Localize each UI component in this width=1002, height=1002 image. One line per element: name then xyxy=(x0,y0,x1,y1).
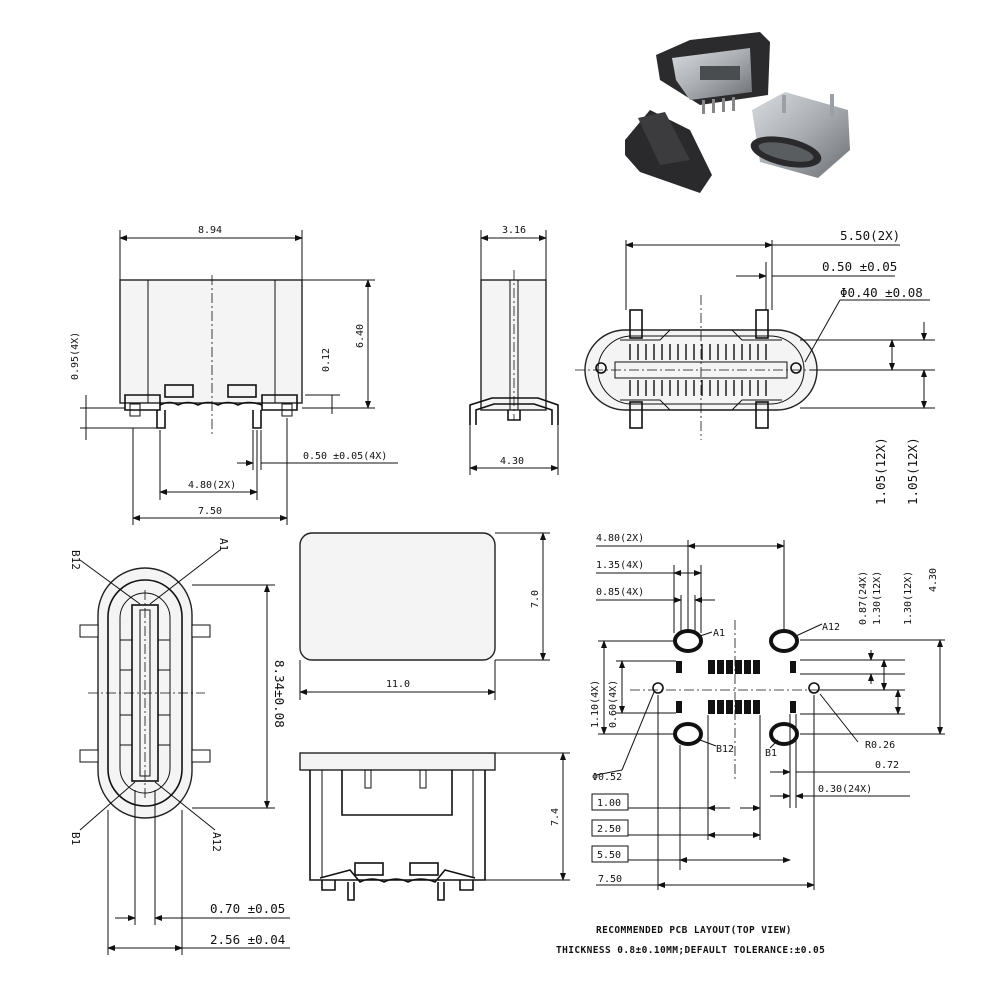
pcb-label-b1: B1 xyxy=(765,748,777,759)
dim-105-12x-b: 1.05(12X) xyxy=(905,437,920,505)
label-a1: A1 xyxy=(217,538,230,551)
dim-74: 7.4 xyxy=(550,808,561,826)
top-view xyxy=(575,240,935,440)
dim-width-316: 3.16 xyxy=(502,225,526,236)
pcb-dim-085: 0.85(4X) xyxy=(596,587,644,598)
pcb-box-250: 2.50 xyxy=(597,824,621,835)
mount-view xyxy=(299,752,570,901)
dim-834: 8.34±0.08 xyxy=(272,660,287,728)
side-view xyxy=(469,230,559,475)
dim-110: 11.0 xyxy=(386,679,410,690)
pcb-label-a1: A1 xyxy=(713,628,725,639)
pcb-dim-135: 1.35(4X) xyxy=(596,560,644,571)
dim-height-640: 6.40 xyxy=(355,324,366,348)
pcb-dim-110: 1.10(4X) xyxy=(590,680,601,728)
dim-256: 2.56 ±0.04 xyxy=(210,932,285,947)
dim-width-750: 7.50 xyxy=(198,506,222,517)
port-view xyxy=(79,549,290,955)
product-photo xyxy=(625,32,850,193)
pcb-dim-060: 0.60(4X) xyxy=(608,680,619,728)
pcb-dim-072: 0.72 xyxy=(875,760,899,771)
pcb-dim-750: 7.50 xyxy=(598,874,622,885)
pcb-dim-087: 0.87(24X) xyxy=(858,571,869,625)
dim-070: 0.70 ±0.05 xyxy=(210,901,285,916)
label-b1: B1 xyxy=(69,832,82,845)
dim-width-430: 4.30 xyxy=(500,456,524,467)
pcb-box-100: 1.00 xyxy=(597,798,621,809)
dim-105-12x-a: 1.05(12X) xyxy=(873,437,888,505)
dim-side-095: 0.95(4X) xyxy=(70,332,81,380)
pcb-dim-030: 0.30(24X) xyxy=(818,784,872,795)
plan-view xyxy=(299,532,550,700)
pcb-label-b12: B12 xyxy=(716,744,734,755)
dim-050-tol: 0.50 ±0.05 xyxy=(822,259,897,274)
dim-pitch-480-2x: 4.80(2X) xyxy=(188,480,236,491)
pcb-dim-480: 4.80(2X) xyxy=(596,533,644,544)
pcb-dim-430: 4.30 xyxy=(928,568,939,592)
pcb-label-a12: A12 xyxy=(822,622,840,633)
contact-fingers xyxy=(629,344,767,396)
pcb-dim-phi052: Φ0.52 xyxy=(592,772,622,783)
dim-pitch-050-4x: 0.50 ±0.05(4X) xyxy=(303,451,387,462)
dim-70: 7.0 xyxy=(530,590,541,608)
label-a12: A12 xyxy=(210,832,223,852)
pcb-layout xyxy=(591,540,945,890)
pcb-dim-130a: 1.30(12X) xyxy=(872,571,883,625)
dim-550-2x: 5.50(2X) xyxy=(840,228,900,243)
tolerance-note: THICKNESS 0.8±0.10MM;DEFAULT TOLERANCE:±… xyxy=(556,945,825,956)
pcb-dim-130b: 1.30(12X) xyxy=(903,571,914,625)
dim-width-894: 8.94 xyxy=(198,225,222,236)
pcb-dim-r026: R0.26 xyxy=(865,740,895,751)
front-view xyxy=(80,230,398,525)
dim-phi040: Φ0.40 ±0.08 xyxy=(840,285,923,300)
label-b12: B12 xyxy=(69,550,82,570)
dim-height-012: 0.12 xyxy=(321,348,332,372)
layout-title: RECOMMENDED PCB LAYOUT(TOP VIEW) xyxy=(596,925,792,936)
pcb-box-550: 5.50 xyxy=(597,850,621,861)
